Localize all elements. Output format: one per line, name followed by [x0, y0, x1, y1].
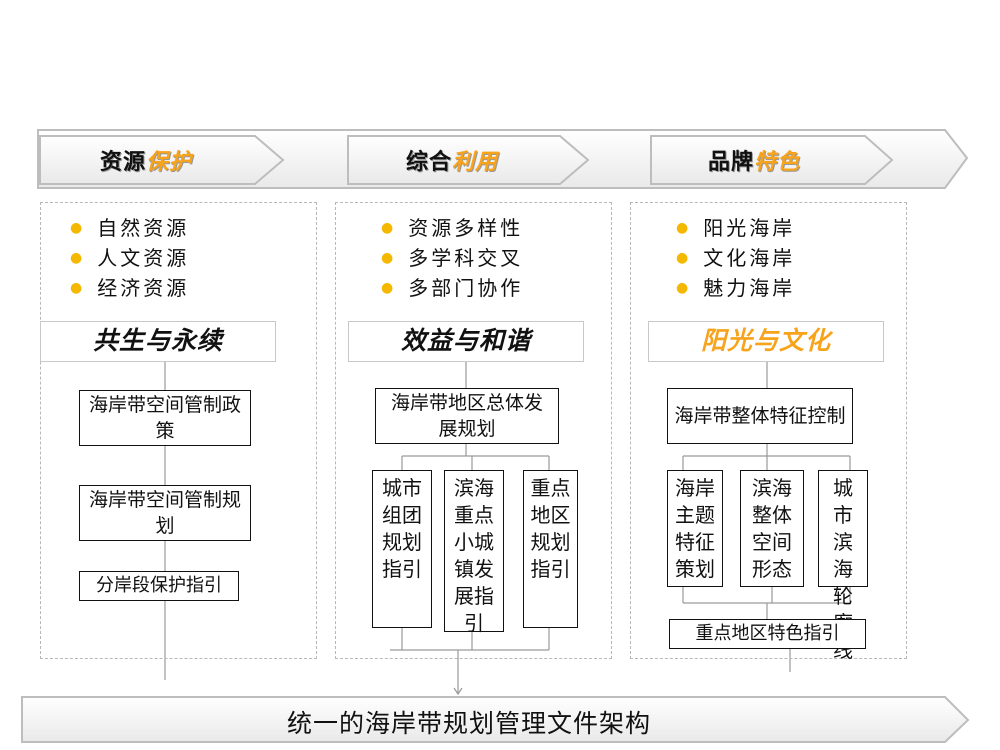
- bullet-dot-icon: ●: [70, 280, 86, 296]
- header-2-base: 综合: [406, 150, 453, 175]
- feature-control-box: 海岸带整体特征控制: [667, 388, 853, 444]
- header-3-base: 品牌: [708, 150, 755, 175]
- list-item: ●阳光海岸: [676, 216, 796, 240]
- theme-box-2: 效益与和谐: [348, 321, 584, 362]
- planning-box: 海岸带空间管制规划: [79, 485, 251, 541]
- bullet-dot-icon: ●: [381, 250, 397, 266]
- list-item: ●文化海岸: [676, 246, 796, 270]
- panel-comprehensive-use: [335, 202, 612, 659]
- bullet-dot-icon: ●: [381, 220, 397, 236]
- connectors-col2: [390, 360, 550, 696]
- bullet-dot-icon: ●: [70, 220, 86, 236]
- header-1-base: 资源: [100, 150, 147, 175]
- connectors-col3: [682, 360, 851, 672]
- header-chevron-1: [39, 135, 285, 185]
- bottom-banner-title: 统一的海岸带规划管理文件架构: [287, 709, 652, 738]
- key-area-feature-box: 重点地区特色指引: [669, 619, 866, 649]
- list-item: ●人文资源: [70, 246, 190, 270]
- bullet-list-3: ●阳光海岸 ●文化海岸 ●魅力海岸: [676, 215, 795, 305]
- bullet-dot-icon: ●: [381, 280, 397, 296]
- list-item: ●资源多样性: [381, 216, 524, 240]
- bullet-dot-icon: ●: [676, 280, 692, 296]
- segment-guide-box: 分岸段保护指引: [79, 571, 239, 601]
- bullet-dot-icon: ●: [676, 250, 692, 266]
- list-item: ●魅力海岸: [676, 276, 796, 300]
- list-item: ●经济资源: [70, 276, 190, 300]
- header-brand-feature: 品牌特色: [708, 144, 800, 176]
- spatial-form-box: 滨海整体空间形态: [740, 470, 804, 587]
- bullet-list-1: ●自然资源 ●人文资源 ●经济资源: [70, 215, 189, 305]
- bullet-list-2: ●资源多样性 ●多学科交叉 ●多部门协作: [381, 215, 523, 305]
- header-3-accent: 特色: [754, 150, 801, 175]
- header-1-accent: 保护: [146, 150, 193, 175]
- list-item: ●自然资源: [70, 216, 190, 240]
- overall-plan-box: 海岸带地区总体发展规划: [375, 388, 559, 444]
- policy-box: 海岸带空间管制政策: [79, 390, 251, 446]
- list-item: ●多学科交叉: [381, 246, 524, 270]
- key-area-planning-box: 重点地区规划指引: [523, 470, 578, 628]
- header-2-accent: 利用: [452, 150, 499, 175]
- header-chevron-2: [347, 135, 590, 185]
- panel-brand-feature: [630, 202, 907, 659]
- bullet-dot-icon: ●: [70, 250, 86, 266]
- coastal-town-box: 滨海重点小城镇发展指引: [444, 470, 504, 635]
- theme-box-3: 阳光与文化: [648, 321, 884, 362]
- header-resource-protection: 资源保护: [100, 144, 192, 176]
- bullet-dot-icon: ●: [676, 220, 692, 236]
- city-cluster-box: 城市组团规划指引: [372, 470, 432, 628]
- header-comprehensive-use: 综合利用: [406, 144, 498, 176]
- header-chevron-3: [650, 135, 894, 185]
- skyline-box: 城市滨海轮廓线: [818, 470, 868, 662]
- theme-box-1: 共生与永续: [40, 321, 276, 362]
- theme-feature-box: 海岸主题特征策划: [667, 470, 723, 587]
- panel-resource-protection: [40, 202, 317, 659]
- bottom-banner-arrow: [21, 696, 970, 743]
- list-item: ●多部门协作: [381, 276, 524, 300]
